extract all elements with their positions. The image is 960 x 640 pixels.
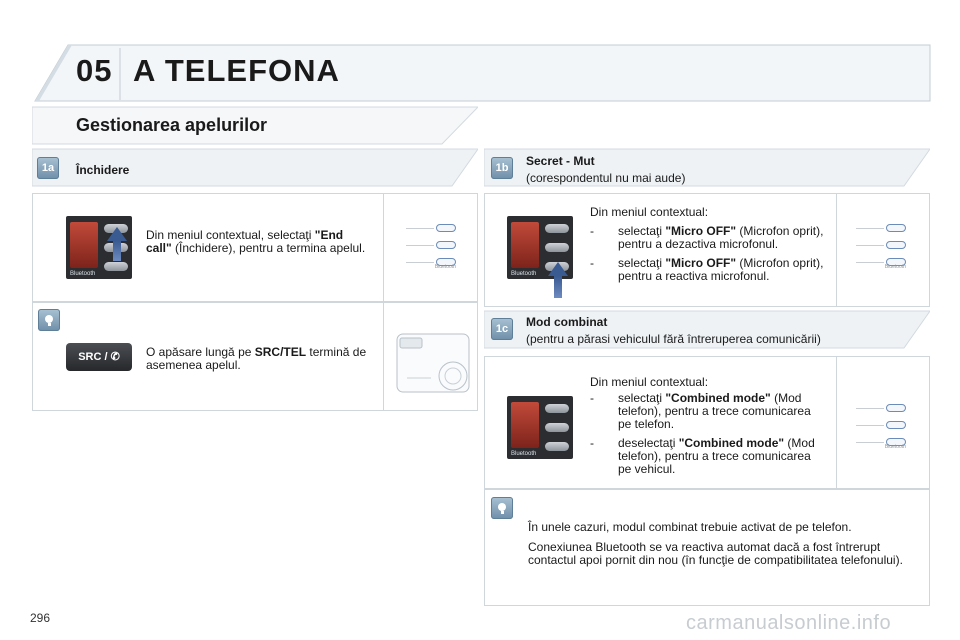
src-tel-button-image: SRC / ✆ [66,343,132,371]
combined-instructions: Din meniul contextual: -selectaţi "Combi… [590,376,825,476]
panel-divider [836,193,837,307]
step-badge-1c: 1c [491,318,513,340]
combined-subtitle: (pentru a părasi vehiculul fără întrerup… [526,332,821,346]
step-badge-1a: 1a [37,157,59,179]
close-call-instruction: Din meniul contextual, selectaţi "End ca… [146,228,366,255]
bluetooth-icon: Bluetooth [70,271,96,277]
control-panel-image: Bluetooth [507,216,573,279]
mute-title: Secret - Mut [526,154,595,168]
src-tip-text: O apăsare lungă pe SRC/TEL termină de as… [146,345,367,372]
menu-keys-image: Bluetooth [396,218,462,272]
mute-header-bar [484,148,930,187]
combined-header-bar [484,310,930,349]
mute-intro: Din meniul contextual: [590,205,709,219]
device-key [104,262,128,271]
close-call-title: Închidere [76,163,130,177]
lightbulb-icon [491,497,513,519]
chapter-number: 05 [76,53,113,88]
radio-unit-image [396,333,470,393]
list-item: -selectaţi "Combined mode" (Mod telefon)… [590,391,811,431]
section-title-bar [32,106,478,145]
close-call-header-bar [32,148,478,187]
device-key [545,224,569,233]
menu-keys-image: Bluetooth [846,398,912,452]
arrow-up-icon [548,262,568,298]
watermark: carmanualsonline.info [686,612,892,634]
combined-intro: Din meniul contextual: [590,375,709,389]
phone-icon [70,222,98,268]
combined-tip-panel [484,489,930,606]
device-key [545,442,569,451]
panel-divider [836,356,837,489]
combined-title: Mod combinat [526,315,608,329]
phone-icon [511,402,539,448]
mute-instructions: Din meniul contextual: -selectaţi "Micro… [590,206,825,283]
menu-keys-image: Bluetooth [846,218,912,272]
lightbulb-icon [38,309,60,331]
device-key [545,243,569,252]
page-number: 296 [30,611,51,625]
section-title: Gestionarea apelurilor [76,115,268,135]
device-key [545,423,569,432]
control-panel-image: Bluetooth [66,216,132,279]
panel-divider [383,302,384,411]
list-item: -selectaţi "Micro OFF" (Microfon oprit),… [590,256,824,283]
mute-subtitle: (corespondentul nu mai aude) [526,171,686,185]
phone-icon [511,222,539,268]
combined-tip-para1: În unele cazuri, modul combinat trebuie … [528,520,852,534]
header-decoration [34,44,931,102]
list-item: -selectaţi "Micro OFF" (Microfon oprit),… [590,224,824,251]
list-item: -deselectaţi "Combined mode" (Mod telefo… [590,436,815,476]
combined-tip-para2: Conexiunea Bluetooth se va reactiva auto… [528,540,903,567]
chapter-title: A TELEFONA [133,53,340,88]
arrow-up-icon [107,227,127,261]
step-badge-1b: 1b [491,157,513,179]
device-key [545,404,569,413]
control-panel-image: Bluetooth [507,396,573,459]
panel-divider [383,193,384,302]
